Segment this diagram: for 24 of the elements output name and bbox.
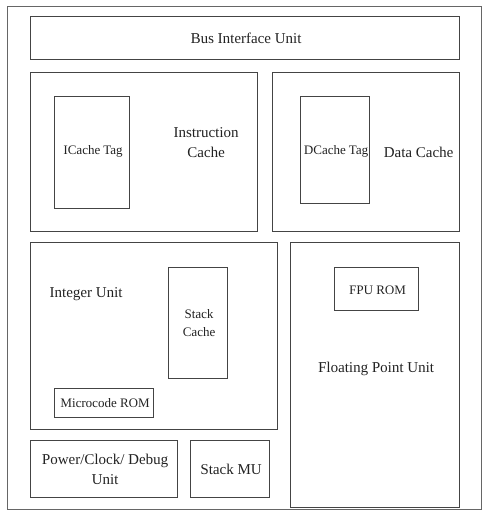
unit-label: Stack MU	[199, 460, 263, 480]
unit-label: Integer Unit	[48, 284, 124, 303]
unit-label: ICache Tag	[62, 141, 124, 160]
unit-block	[30, 72, 258, 232]
unit-block	[272, 72, 460, 232]
unit-block	[30, 440, 178, 498]
unit-label: DCache Tag	[302, 141, 370, 160]
unit-block	[30, 242, 278, 430]
unit-label: Data Cache	[382, 144, 454, 163]
unit-block	[54, 388, 154, 418]
unit-label: Instruction Cache	[172, 124, 240, 163]
unit-block	[30, 16, 460, 60]
unit-label: Power/Clock/ Debug Unit	[40, 450, 170, 490]
unit-block	[168, 267, 228, 379]
unit-label: Floating Point Unit	[317, 358, 435, 378]
unit-block	[334, 267, 419, 311]
unit-block	[54, 96, 130, 209]
unit-block	[290, 242, 460, 508]
unit-block	[300, 96, 370, 204]
unit-block	[190, 440, 270, 498]
unit-label: Microcode ROM	[59, 394, 151, 412]
unit-label: FPU ROM	[348, 281, 407, 300]
unit-label: Stack Cache	[182, 305, 216, 341]
unit-label: Bus Interface Unit	[190, 30, 302, 49]
